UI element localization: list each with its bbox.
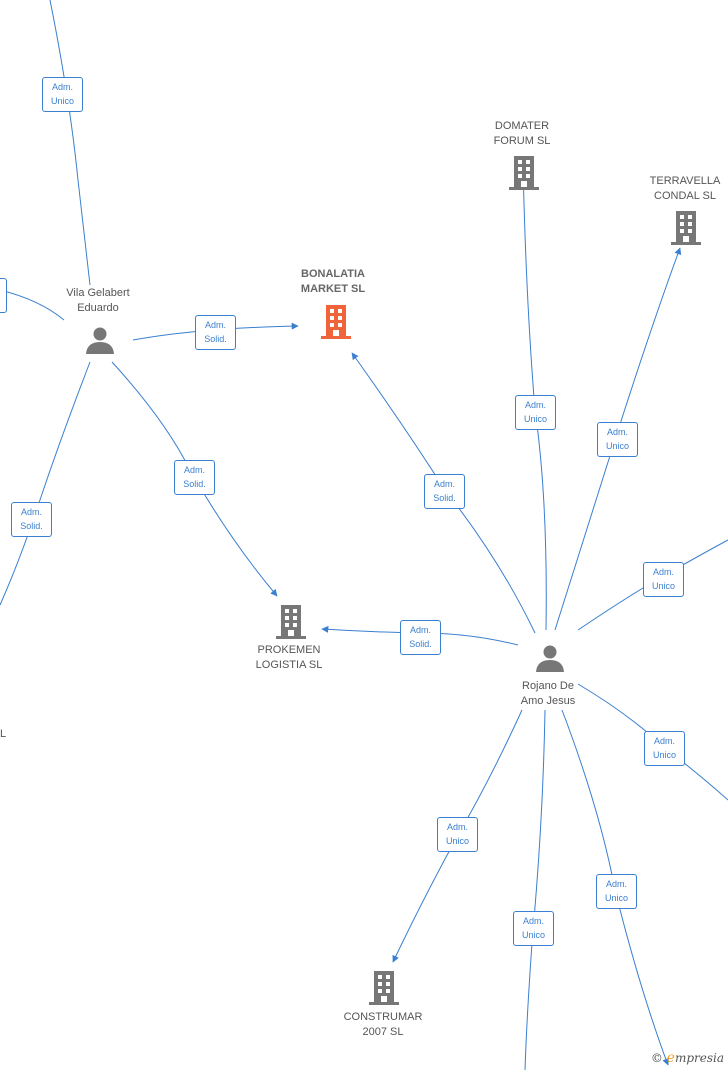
role-badge-adm-solid[interactable]: Adm. Solid. <box>195 315 236 350</box>
role-badge-adm-unico[interactable]: Adm. Unico <box>644 731 685 766</box>
role-badge-adm-unico[interactable]: Adm. Unico <box>42 77 83 112</box>
role-badge-adm-unico[interactable]: Adm. Unico <box>437 817 478 852</box>
copyright-icon: © <box>650 1051 663 1065</box>
role-line1: Adm. <box>652 567 674 577</box>
role-line2: Unico <box>652 750 676 760</box>
node-label-domater[interactable]: DOMATER FORUM SL <box>472 119 572 149</box>
brand-name: mpresia <box>674 1051 724 1065</box>
role-badge-adm-unico[interactable]: Adm. Unico <box>513 911 554 946</box>
person-icon[interactable] <box>535 643 565 673</box>
node-label-line2: CONDAL SL <box>654 190 716 202</box>
node-label-rojano[interactable]: Rojano De Amo Jesus <box>498 679 598 709</box>
brand-initial: e <box>666 1050 675 1066</box>
node-label-line1: TERRAVELLA <box>649 175 721 187</box>
building-icon[interactable] <box>669 208 703 246</box>
role-badge-adm-solid[interactable]: Adm. Solid. <box>174 460 215 495</box>
role-line1: Adm. <box>183 465 205 475</box>
role-badge-adm-unico[interactable]: Adm. Unico <box>515 395 556 430</box>
role-line2: Solid. <box>183 479 206 489</box>
edge-top-to-vila <box>49 0 91 286</box>
node-label-prokemen[interactable]: PROKEMEN LOGISTIA SL <box>239 643 339 673</box>
node-label-terravella[interactable]: TERRAVELLA CONDAL SL <box>635 174 728 204</box>
role-badge-adm-unico[interactable]: Adm. Unico <box>597 422 638 457</box>
role-line1: Adm. <box>409 625 431 635</box>
role-line1: Adm. <box>605 879 627 889</box>
node-label-line2: Amo Jesus <box>520 695 576 707</box>
node-label-line2: Eduardo <box>77 302 119 314</box>
node-label-line1: DOMATER <box>494 120 550 132</box>
role-line2: Unico <box>50 96 74 106</box>
node-label-line1: PROKEMEN <box>257 644 321 656</box>
building-icon[interactable] <box>274 602 308 640</box>
node-label-line1: Vila Gelabert <box>66 287 130 299</box>
role-line2: Unico <box>521 930 545 940</box>
role-line1: Adm. <box>522 916 544 926</box>
role-line1: Adm. <box>433 479 455 489</box>
role-line2: Unico <box>604 893 628 903</box>
role-line1: Adm. <box>606 427 628 437</box>
node-label-line1: Rojano De <box>522 680 574 692</box>
building-icon[interactable] <box>507 153 541 191</box>
role-line1: Adm. <box>204 320 226 330</box>
node-label-line2: FORUM SL <box>493 135 551 147</box>
role-line2: Solid. <box>409 639 432 649</box>
role-badge-partial-left[interactable] <box>0 278 7 313</box>
node-label-line1: BONALATIA <box>301 268 365 280</box>
role-line1: Adm. <box>20 507 42 517</box>
role-badge-adm-unico[interactable]: Adm. Unico <box>596 874 637 909</box>
role-line2: Unico <box>445 836 469 846</box>
brand-watermark: © empresia <box>651 1050 724 1066</box>
role-line2: Solid. <box>204 334 227 344</box>
node-label-vila[interactable]: Vila Gelabert Eduardo <box>48 286 148 316</box>
role-badge-adm-solid[interactable]: Adm. Solid. <box>11 502 52 537</box>
edge-rojano-bottom <box>524 709 546 1070</box>
node-label-line2: 2007 SL <box>362 1026 404 1038</box>
role-line2: Solid. <box>433 493 456 503</box>
edge-vila-lower-left <box>0 361 91 606</box>
node-label-bonalatia[interactable]: BONALATIA MARKET SL <box>283 267 383 297</box>
role-line1: Adm. <box>51 82 73 92</box>
role-line2: Unico <box>605 441 629 451</box>
node-label-line2: LOGISTIA SL <box>255 659 323 671</box>
role-line1: Adm. <box>524 400 546 410</box>
role-badge-adm-solid[interactable]: Adm. Solid. <box>400 620 441 655</box>
node-label-line1: L <box>0 728 7 740</box>
person-icon[interactable] <box>85 325 115 355</box>
building-icon[interactable] <box>319 302 353 340</box>
role-badge-adm-unico[interactable]: Adm. Unico <box>643 562 684 597</box>
node-label-line1: CONSTRUMAR <box>343 1011 423 1023</box>
role-badge-adm-solid[interactable]: Adm. Solid. <box>424 474 465 509</box>
role-line2: Solid. <box>20 521 43 531</box>
node-label-construmar[interactable]: CONSTRUMAR 2007 SL <box>333 1010 433 1040</box>
role-line2: Unico <box>523 414 547 424</box>
building-icon[interactable] <box>367 968 401 1006</box>
edge-vila-left <box>0 289 65 321</box>
node-label-line2: MARKET SL <box>300 283 366 295</box>
role-line1: Adm. <box>446 822 468 832</box>
role-line2: Unico <box>651 581 675 591</box>
role-line1: Adm. <box>653 736 675 746</box>
node-label-partial-left: L <box>0 727 10 742</box>
